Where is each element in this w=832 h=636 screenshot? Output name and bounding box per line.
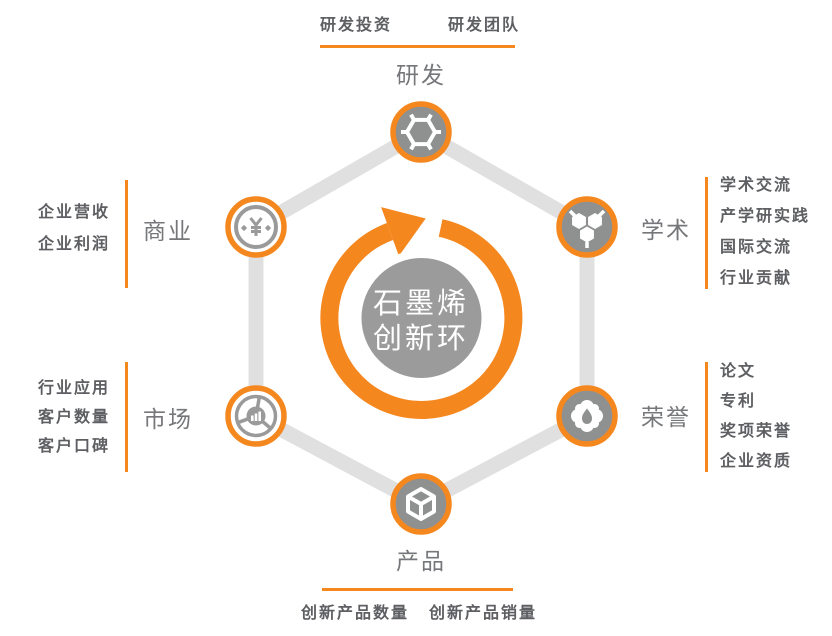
market-metrics-list: 行业应用 客户数量 客户口碑 [38, 374, 110, 461]
connector-honor-product [417, 409, 591, 511]
node-market [225, 385, 287, 447]
node-business [225, 196, 287, 258]
metric-item: 行业应用 [37, 380, 110, 397]
metric-item: 企业营收 [37, 204, 110, 221]
metric-rd-team: 研发团队 [447, 17, 521, 34]
honor-metrics-list: 论文 专利 奖项荣誉 企业资质 [720, 357, 792, 477]
center-title-line1: 石墨烯 [372, 288, 470, 320]
metric-item: 学术交流 [720, 177, 793, 194]
node-label-market: 市场 [143, 406, 193, 432]
metric-item: 奖项荣誉 [720, 423, 793, 440]
metric-item: 企业利润 [37, 236, 110, 253]
coin-yen-icon [234, 205, 278, 249]
node-academic [556, 196, 618, 258]
connector-lines [248, 125, 595, 511]
divider-academic-metrics [705, 177, 708, 289]
metric-item: 客户口碑 [37, 438, 110, 455]
divider-product-metrics [322, 588, 513, 591]
metric-item: 产学研实践 [720, 208, 811, 225]
connector-business-rd [252, 125, 425, 234]
node-rd-circle [390, 101, 452, 163]
node-label-honor: 荣誉 [641, 404, 691, 430]
connector-product-market [252, 409, 425, 511]
metric-item: 客户数量 [37, 409, 110, 426]
node-label-product: 产品 [396, 548, 446, 574]
connector-rd-academic [417, 125, 591, 234]
center-title-line2: 创新环 [372, 323, 470, 355]
node-label-academic: 学术 [641, 217, 691, 243]
pie-chart-icon [234, 394, 278, 438]
metric-item: 国际交流 [720, 239, 793, 256]
divider-rd-metrics [320, 45, 515, 48]
metric-product-count: 创新产品数量 [300, 605, 410, 622]
divider-business-metrics [125, 180, 128, 288]
cycle-arrow-arc [320, 219, 523, 419]
metric-item: 行业贡献 [720, 270, 793, 287]
divider-honor-metrics [705, 362, 708, 472]
metric-item: 论文 [720, 363, 757, 380]
metric-product-sales: 创新产品销量 [428, 605, 538, 622]
node-product [390, 473, 452, 535]
medal-flame-icon [571, 400, 603, 432]
node-label-business: 商业 [143, 218, 193, 244]
business-metrics-list: 企业营收 企业利润 [38, 197, 110, 261]
metric-rd-investment: 研发投资 [319, 17, 393, 34]
cycle-arrow [320, 207, 523, 419]
divider-market-metrics [125, 362, 128, 472]
cube-icon [406, 487, 436, 521]
academic-metrics-list: 学术交流 产学研实践 国际交流 行业贡献 [720, 170, 810, 294]
metric-item: 企业资质 [720, 453, 793, 470]
center-circle [353, 250, 490, 386]
cycle-arrowhead [381, 207, 426, 256]
center-title: 石墨烯 创新环 [373, 287, 469, 357]
metric-item: 专利 [720, 393, 757, 410]
node-rd [390, 101, 452, 163]
molecule-cluster-icon [568, 209, 606, 248]
molecule-hexagon-icon [401, 113, 441, 151]
node-honor [556, 385, 618, 447]
node-label-rd: 研发 [396, 62, 446, 88]
